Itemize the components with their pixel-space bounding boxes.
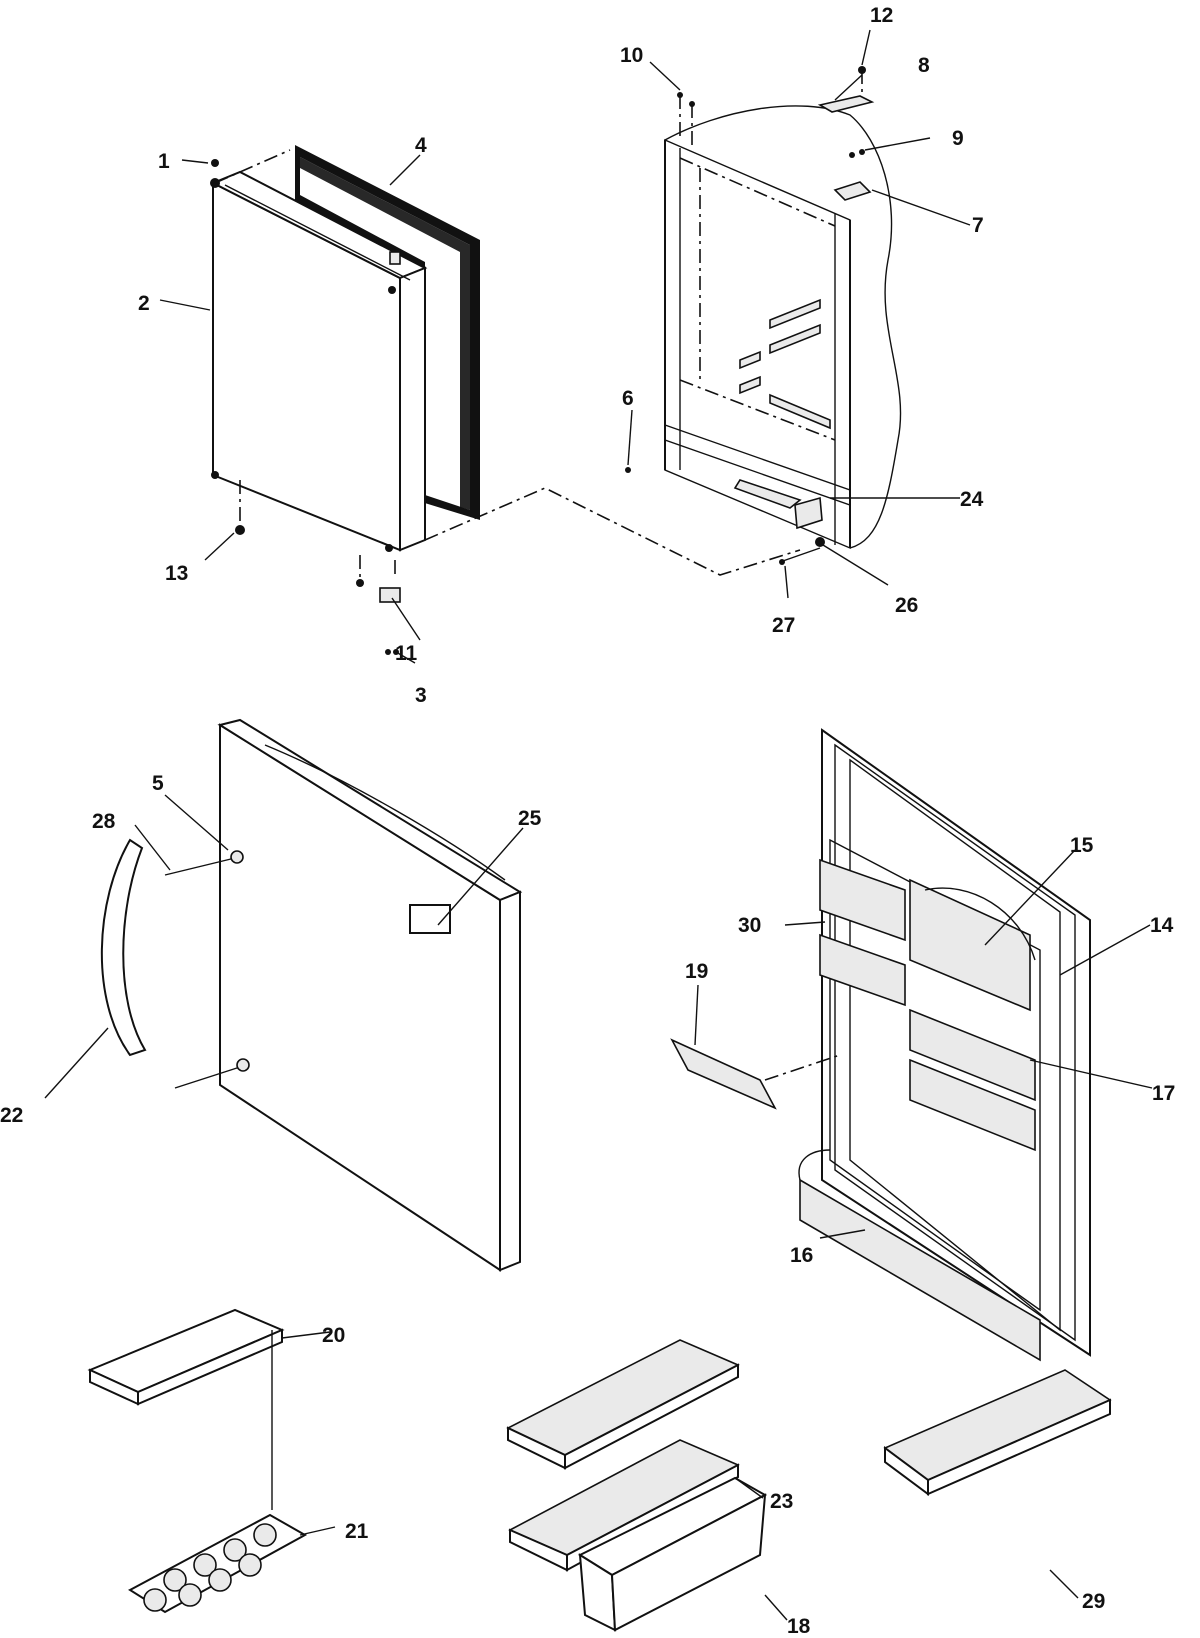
callout-26: 26: [895, 594, 918, 617]
callout-labels: 1 2 3 4 5 6 7 8 9 10 11 12 13 14 15 16 1…: [0, 4, 1175, 1638]
callout-5: 5: [152, 772, 164, 795]
callout-30: 30: [738, 914, 761, 937]
lower-hinge-bracket: [794, 496, 823, 530]
callout-18: 18: [787, 1615, 811, 1638]
callout-20: 20: [322, 1324, 345, 1347]
washer-icon: [235, 525, 245, 535]
callout-8: 8: [918, 54, 930, 77]
door-bin-bottom: [799, 1178, 1041, 1362]
callout-29: 29: [1082, 1590, 1105, 1613]
fresh-food-door: [164, 718, 523, 1272]
dairy-compartment: [909, 878, 1031, 1012]
freezer-door-panel: [210, 170, 428, 552]
callout-7: 7: [972, 214, 984, 237]
callout-27: 27: [772, 614, 795, 637]
callout-13: 13: [165, 562, 188, 585]
callout-23: 23: [770, 1490, 793, 1513]
callout-11: 11: [395, 642, 418, 665]
hinge-pin: [389, 251, 401, 265]
callout-12: 12: [870, 4, 893, 27]
hinge-cover: [817, 95, 875, 113]
freezer-door-assembly: [210, 145, 801, 655]
egg-tray-cover: [87, 1308, 285, 1406]
callout-4: 4: [415, 134, 427, 157]
callout-9: 9: [952, 127, 964, 150]
callout-3: 3: [415, 684, 427, 707]
handle-screw-bottom: [174, 1058, 250, 1089]
callout-16: 16: [790, 1244, 813, 1267]
door-handle: [100, 838, 147, 1057]
door-gasket: [295, 145, 480, 520]
small-door-bin: [670, 1038, 777, 1110]
callout-25: 25: [518, 807, 542, 830]
callout-6: 6: [622, 387, 634, 410]
callout-19: 19: [685, 960, 708, 983]
screw-icon: [211, 159, 219, 167]
callout-14: 14: [1150, 914, 1174, 937]
leader-lines: [44, 29, 1153, 1621]
cabinet-frame: [625, 66, 902, 565]
door-bin-middle: [909, 1008, 1036, 1102]
door-bin-upper: [819, 858, 906, 942]
door-liner-assembly: [798, 728, 1091, 1362]
callout-10: 10: [620, 44, 643, 67]
ice-bin: [577, 1476, 768, 1632]
callout-22: 22: [0, 1104, 23, 1127]
handle-screw-top: [164, 850, 244, 876]
callout-17: 17: [1152, 1082, 1175, 1105]
callout-28: 28: [92, 810, 116, 833]
callout-1: 1: [158, 150, 170, 173]
bottom-hinge-bracket: [379, 587, 401, 603]
shelf-rails: [733, 298, 831, 509]
top-hinge: [833, 181, 872, 201]
callout-24: 24: [960, 488, 984, 511]
callout-15: 15: [1070, 834, 1094, 857]
callout-21: 21: [345, 1520, 369, 1543]
callout-2: 2: [138, 292, 150, 315]
egg-tray: [128, 1513, 308, 1614]
can-rack: [883, 1369, 1112, 1496]
